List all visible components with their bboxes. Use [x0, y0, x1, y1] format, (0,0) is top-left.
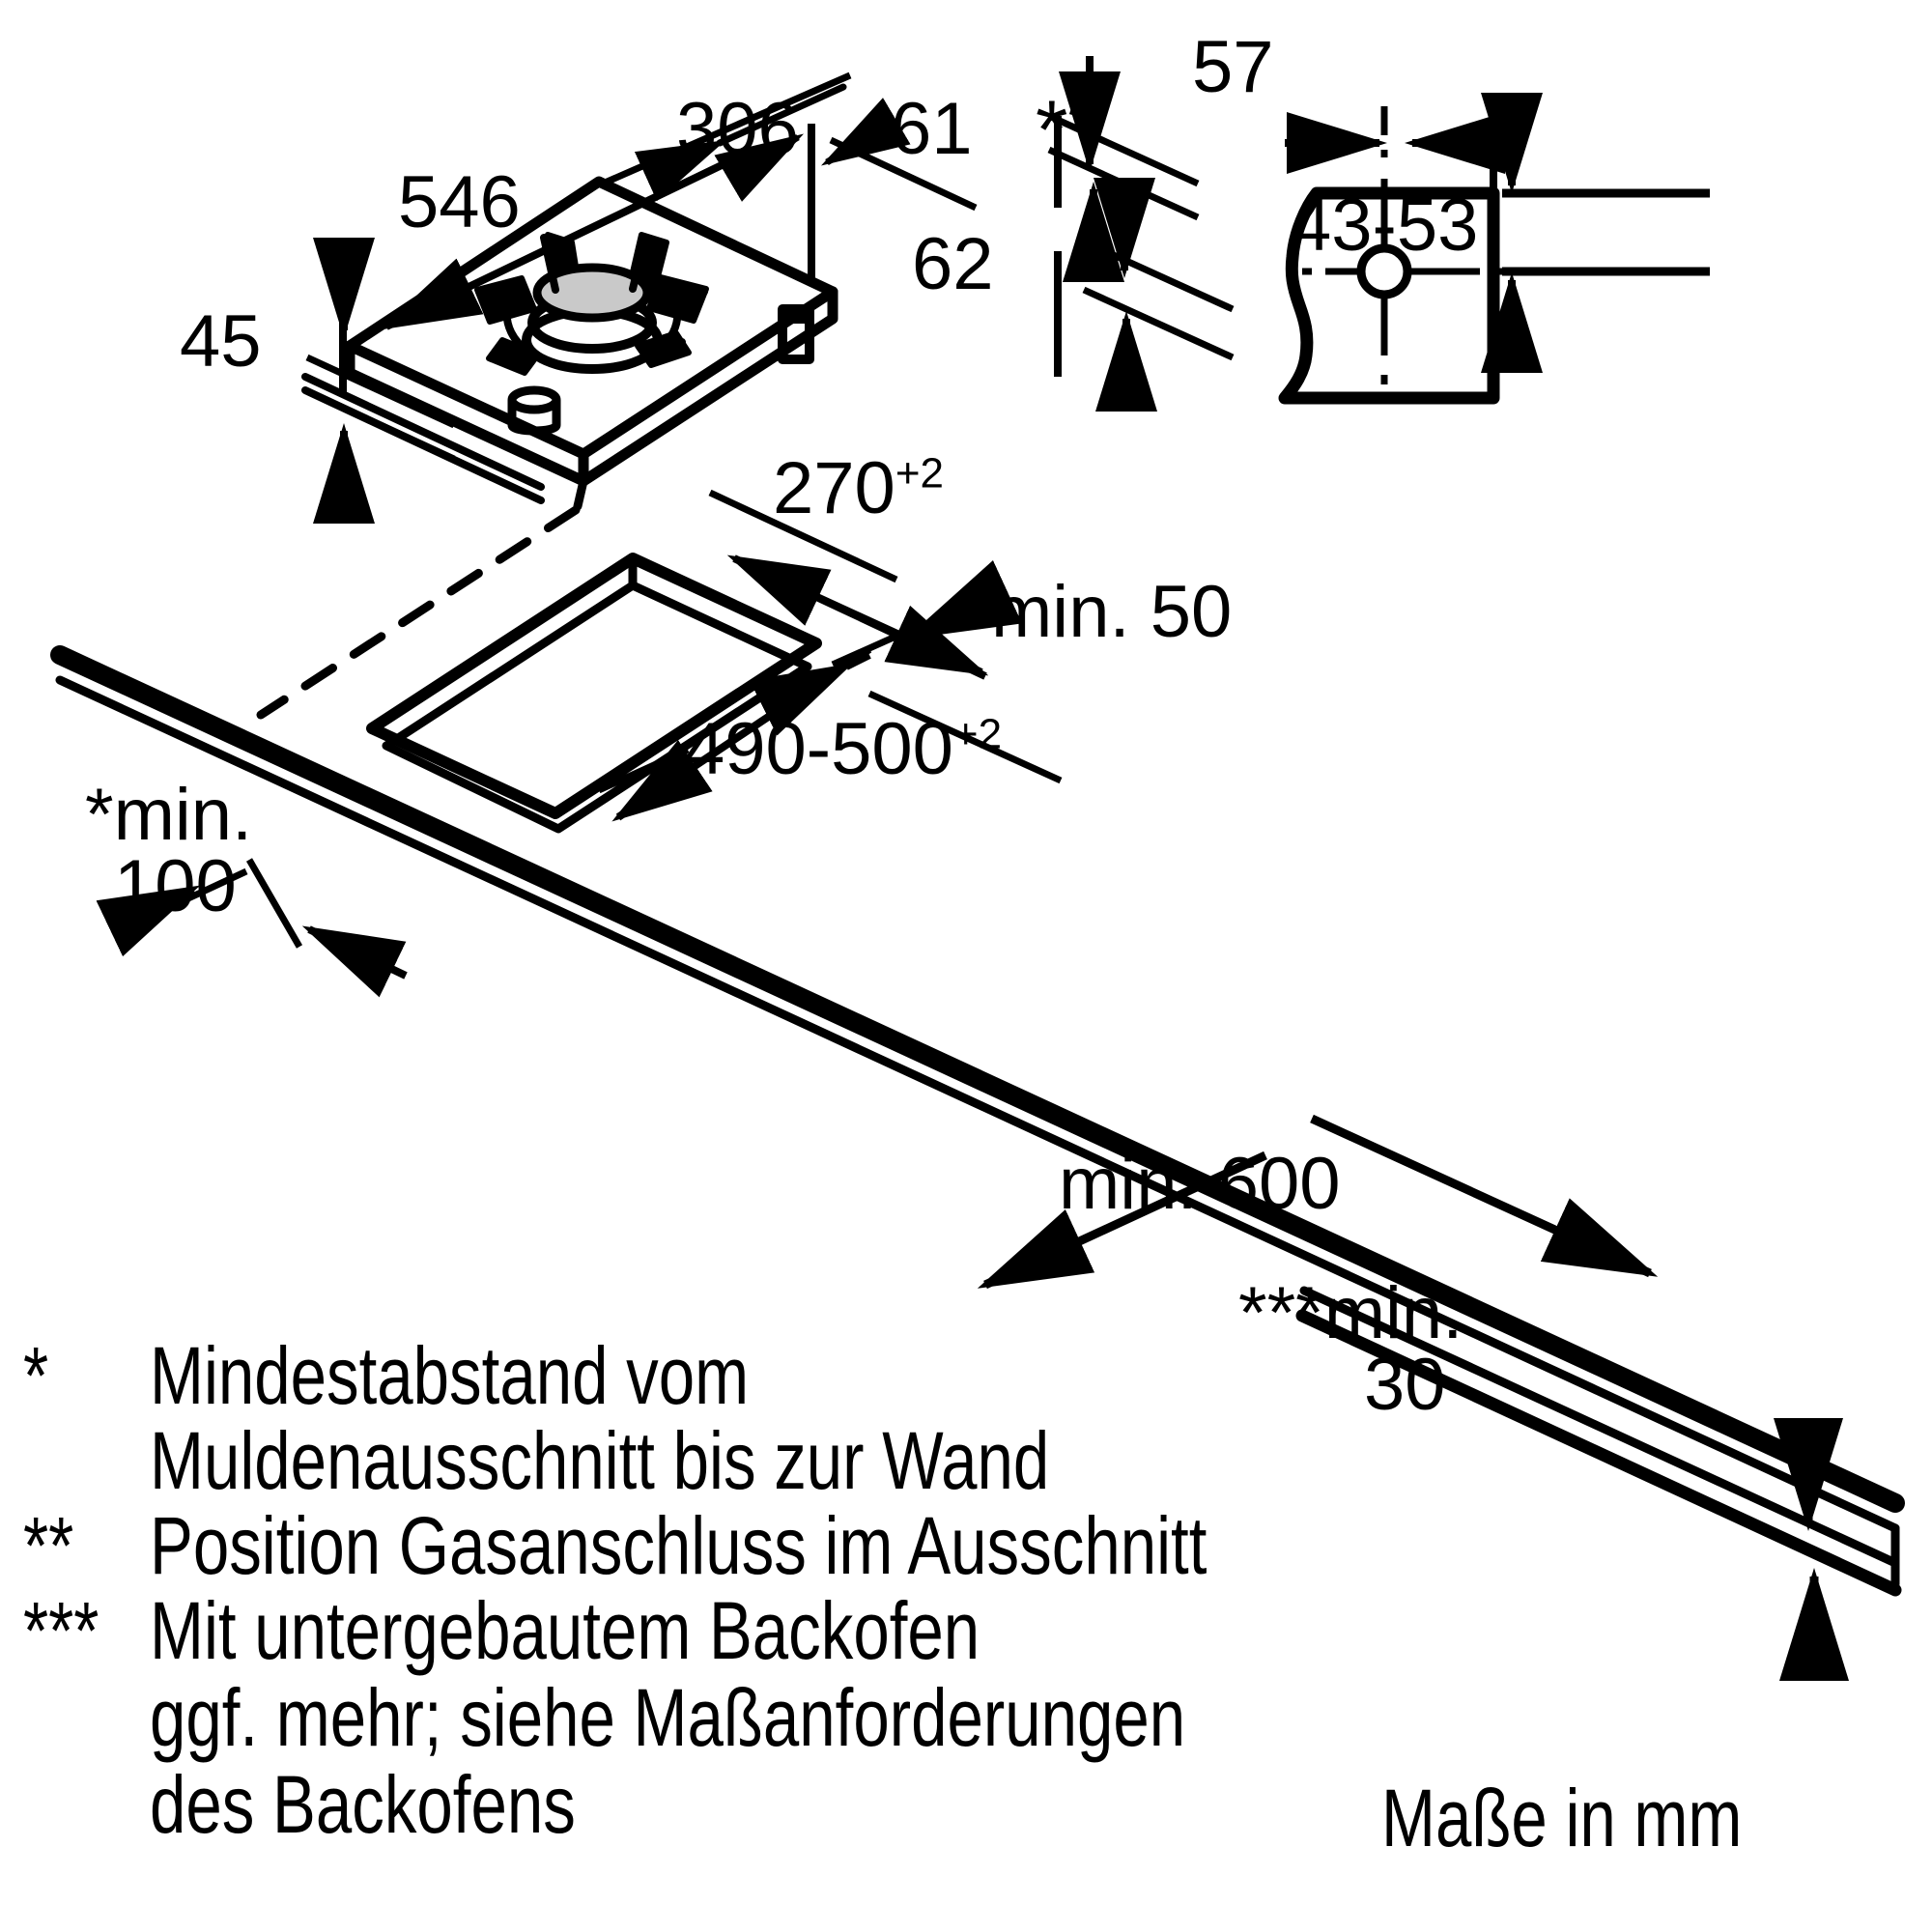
dim-label-min50: min. 50 [991, 571, 1233, 653]
dim-62 [1054, 178, 1235, 412]
dim-value-490-500: 490-500 [684, 708, 953, 790]
dim-label-min100-line1: *min. [85, 779, 252, 852]
control-knob [507, 385, 561, 436]
dim-label-cutout-width: 490-500+2 [684, 713, 1002, 786]
dim-tol-270: +2 [895, 449, 944, 497]
dim-label-62: 62 [912, 223, 994, 305]
dim-57 [1285, 97, 1505, 198]
units-note: Maße in mm [1381, 1773, 1743, 1863]
dim-tol-490-500: +2 [952, 710, 1003, 758]
dim-306 [714, 98, 978, 280]
dim-label-546: 546 [398, 161, 521, 243]
footnote-3-line-1: Mit untergebautem Backofen [150, 1585, 980, 1676]
dim-label-306: 306 [676, 88, 799, 170]
dim-label-43-53: 43-53 [1291, 185, 1479, 267]
dim-270 [708, 489, 1063, 784]
footnote-3-marker: *** [23, 1585, 99, 1676]
burner-assembly [474, 232, 709, 436]
footnote-3-line-2: ggf. mehr; siehe Maßanforderungen [150, 1672, 1186, 1763]
footnote-1-line-1: Mindestabstand vom [150, 1330, 750, 1421]
dim-490-500 [597, 620, 925, 822]
footnote-marker-wall: * [85, 774, 114, 856]
dim-45 [305, 238, 456, 524]
dim-min600 [977, 1114, 1659, 1290]
dim-value-min: min. [113, 774, 253, 856]
leader-min50 [904, 560, 1023, 640]
footnote-marker-gas-connection: ** [1036, 84, 1100, 177]
dim-label-min600: min. 600 [1059, 1143, 1341, 1225]
dim-label-57: 57 [1192, 26, 1274, 108]
dim-label-cutout-depth: 270+2 [773, 452, 944, 526]
footnote-marker-thickness: *** [1238, 1272, 1324, 1354]
dim-label-45: 45 [180, 300, 262, 383]
dim-value-min-30: min. [1323, 1272, 1463, 1354]
gas-connection-profile [1278, 186, 1500, 405]
dim-label-min100-line2: 100 [114, 845, 237, 927]
dim-min100 [96, 858, 408, 998]
footnote-1-marker: * [23, 1330, 49, 1421]
dim-value-270: 270 [773, 447, 895, 529]
hob-projection-dashed [256, 476, 588, 720]
dim-43-53 [1481, 93, 1710, 373]
dim-label-min30-line2: 30 [1364, 1344, 1446, 1426]
footnote-2-marker: ** [23, 1500, 74, 1591]
dim-min30 [1774, 1418, 1849, 1681]
dim-label-min30-line1: ***min. [1238, 1277, 1463, 1350]
footnote-1-line-2: Muldenausschnitt bis zur Wand [150, 1415, 1050, 1506]
footnote-3-line-3: des Backofens [150, 1759, 576, 1850]
burner-cap [532, 263, 652, 323]
dim-label-61: 61 [891, 88, 973, 170]
footnote-2-line-1: Position Gasanschluss im Ausschnitt [150, 1500, 1208, 1591]
gas-pipe-stub [778, 304, 814, 364]
